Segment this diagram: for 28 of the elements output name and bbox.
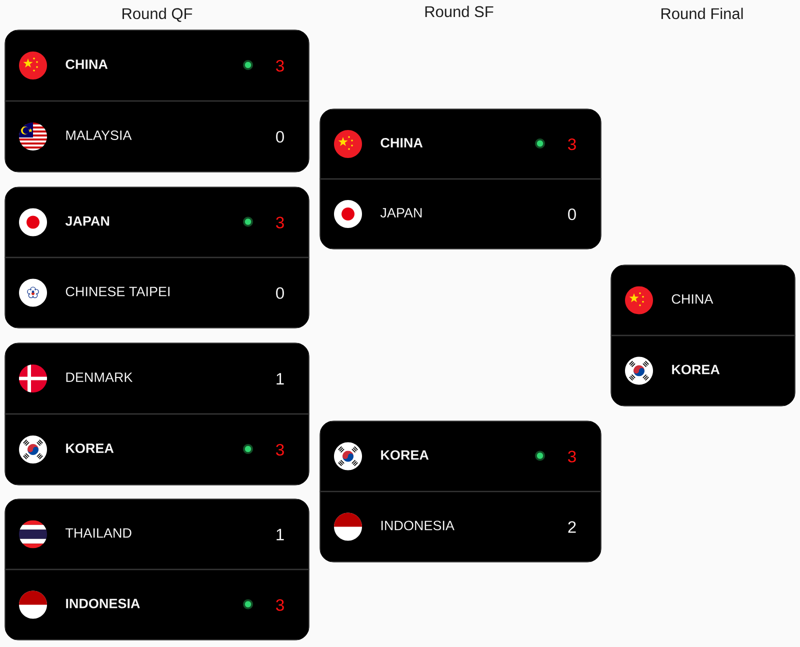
score: 1 xyxy=(276,373,284,384)
score: 3 xyxy=(276,216,284,228)
team-name: DENMARK xyxy=(66,372,133,382)
score: 3 xyxy=(276,444,284,456)
team-name: CHINA xyxy=(672,294,714,304)
score: 1 xyxy=(276,528,284,540)
team-name: CHINESE TAIPEI xyxy=(66,286,170,296)
score: 3 xyxy=(276,60,284,72)
team-name: INDONESIA xyxy=(381,520,454,530)
score: 3 xyxy=(276,599,284,611)
column-heading: Round Final xyxy=(661,8,743,20)
score: 2 xyxy=(568,521,576,533)
team-name: JAPAN xyxy=(380,208,422,218)
score: 3 xyxy=(568,450,576,462)
column-heading: Round SF xyxy=(425,6,494,18)
team-name: KOREA xyxy=(381,450,429,460)
score: 0 xyxy=(276,130,284,143)
score: 0 xyxy=(276,287,284,299)
score: 0 xyxy=(568,208,576,220)
team-name: MALAYSIA xyxy=(66,130,132,140)
score: 3 xyxy=(568,138,576,150)
team-name: INDONESIA xyxy=(66,598,140,608)
team-name: JAPAN xyxy=(65,216,110,226)
team-name: KOREA xyxy=(66,443,114,454)
team-name: CHINA xyxy=(66,59,108,70)
team-name: KOREA xyxy=(672,364,720,374)
team-name: CHINA xyxy=(380,138,423,148)
team-name: THAILAND xyxy=(66,528,132,538)
